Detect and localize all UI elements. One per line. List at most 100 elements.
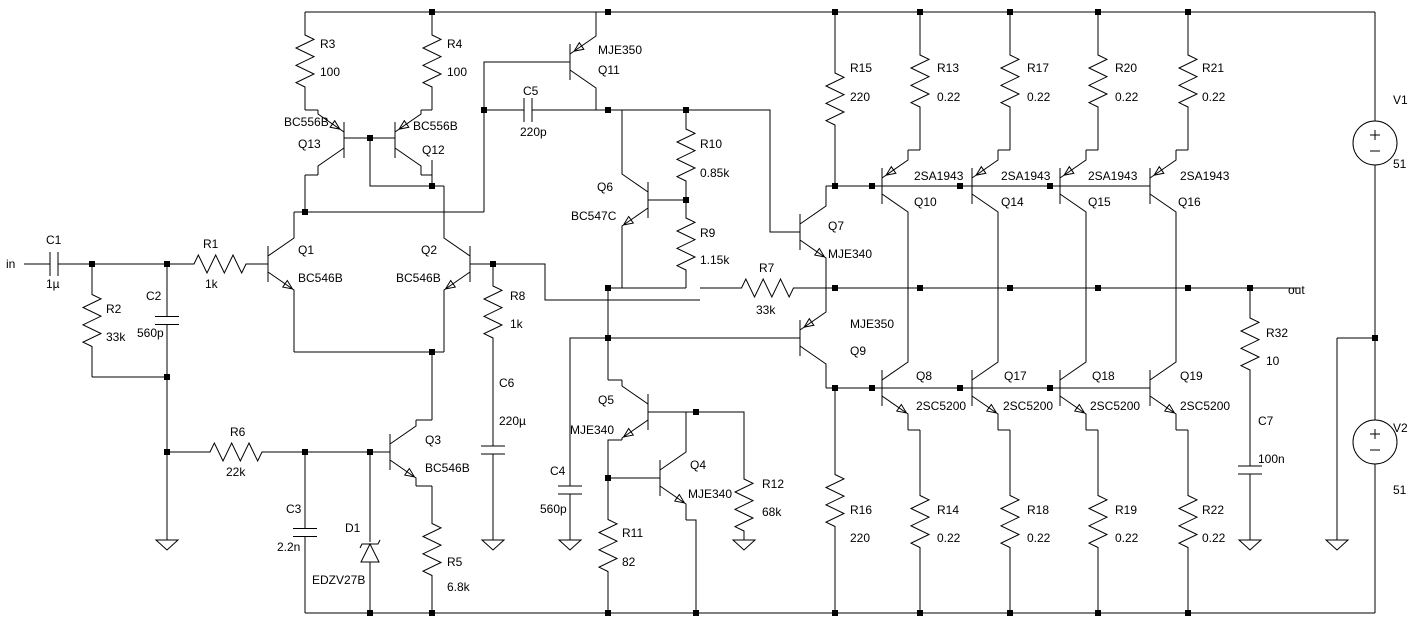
junction-dot [367,135,373,141]
zener-D1 [359,452,381,613]
capacitor-C3 [293,452,317,613]
resistor-value-R9: 1.15k [700,253,730,267]
resistor-R2 [81,264,103,377]
junction-dot [1185,9,1191,15]
transistor-label-Q14: Q14 [1001,195,1024,209]
resistor-value-R19: 0.22 [1115,531,1139,545]
resistor-label-R11: R11 [622,526,643,540]
junction-dot [605,610,611,616]
resistor-R10 [675,110,697,200]
junction-dot [683,107,689,113]
transistor-label-Q12: Q12 [422,143,445,157]
transistor-part-Q5: MJE340 [570,423,614,437]
transistor-Q11 [569,12,597,110]
transistor-label-Q6: Q6 [597,180,613,194]
junction-dot [957,385,963,391]
resistor-value-R13: 0.22 [937,90,961,104]
wire [470,263,700,301]
transistor-label-Q18: Q18 [1092,369,1115,383]
transistor-Q2 [443,186,471,352]
resistor-R21 [1177,12,1199,150]
transistor-label-Q8: Q8 [916,369,932,383]
capacitor-C7 [1238,400,1262,540]
junction-dot [605,285,611,291]
capacitor-C1 [44,252,64,276]
transistor-Q1 [267,212,295,352]
transistor-part-Q19: 2SC5200 [1180,399,1230,413]
transistor-label-Q5: Q5 [598,393,614,407]
resistor-label-R10: R10 [700,137,722,151]
ground-symbol [1237,539,1263,551]
input-port-label: in [6,257,15,271]
capacitor-value-C3: 2.2n [277,540,300,554]
capacitor-C4 [558,440,582,540]
junction-dot [1047,385,1053,391]
transistor-Q17 [971,288,999,430]
junction-dot [490,261,496,267]
junction-dot [429,9,435,15]
resistor-value-R17: 0.22 [1027,90,1051,104]
transistor-part-Q1: BC546B [298,271,343,285]
resistor-label-R13: R13 [937,61,959,75]
source-label-V2: V2 [1393,421,1408,435]
junction-dot [832,285,838,291]
capacitor-value-C6: 220µ [499,414,526,428]
transistor-part-Q9: MJE350 [850,317,894,331]
junction-dot [832,9,838,15]
resistor-R12 [733,470,755,540]
transistor-label-Q1: Q1 [298,243,314,257]
transistor-Q8 [881,288,909,430]
ground-symbol [731,539,757,551]
transistor-part-Q7: MJE340 [828,247,872,261]
resistor-label-R7: R7 [759,261,775,275]
junction-dot [89,261,95,267]
transistor-label-Q2: Q2 [421,243,437,257]
transistor-Q18 [1059,288,1087,430]
resistor-R4 [421,12,443,110]
junction-dot [1185,285,1191,291]
resistor-R7 [700,277,835,299]
transistor-Q16 [1149,150,1177,288]
resistor-label-R22: R22 [1202,503,1224,517]
capacitor-label-C2: C2 [146,289,162,303]
wire [608,109,800,233]
junction-dot [367,449,373,455]
resistor-value-R18: 0.22 [1027,531,1051,545]
transistor-label-Q13: Q13 [298,137,321,151]
source-label-V1: V1 [1393,93,1408,107]
resistor-value-R7: 33k [756,303,776,317]
junction-dot [683,197,689,203]
transistor-part-Q2: BC546B [396,271,441,285]
capacitor-label-C1: C1 [46,233,62,247]
capacitor-value-C5: 220p [520,125,547,139]
transistor-Q13 [317,110,345,175]
transistor-label-Q7: Q7 [828,219,844,233]
resistor-value-R22: 0.22 [1202,531,1226,545]
resistor-value-R21: 0.22 [1202,90,1226,104]
resistor-R1 [180,253,260,275]
resistor-label-R21: R21 [1202,61,1224,75]
output-port-label: out [1288,283,1305,297]
resistor-R16 [824,388,846,613]
wire [483,61,545,212]
transistor-label-Q10: Q10 [914,195,937,209]
resistor-value-R20: 0.22 [1115,90,1139,104]
transistor-part-Q3: BC546B [425,461,470,475]
wire [421,174,433,186]
transistor-part-Q15: 2SA1943 [1088,169,1138,183]
resistor-R18 [999,430,1021,613]
wire [648,411,745,470]
capacitor-label-C4: C4 [550,464,566,478]
junction-dot [917,285,923,291]
resistor-value-R6: 22k [226,465,246,479]
diode-label-D1: D1 [345,521,361,535]
resistor-R15 [824,12,846,186]
resistor-value-R5: 6.8k [447,580,471,594]
transistor-part-Q13: BC556B [284,115,329,129]
ground-symbol [1324,539,1350,551]
capacitor-label-C3: C3 [286,502,302,516]
transistor-label-Q3: Q3 [425,433,441,447]
source-value-V1: 51 [1393,157,1407,171]
capacitor-label-C7: C7 [1258,414,1274,428]
